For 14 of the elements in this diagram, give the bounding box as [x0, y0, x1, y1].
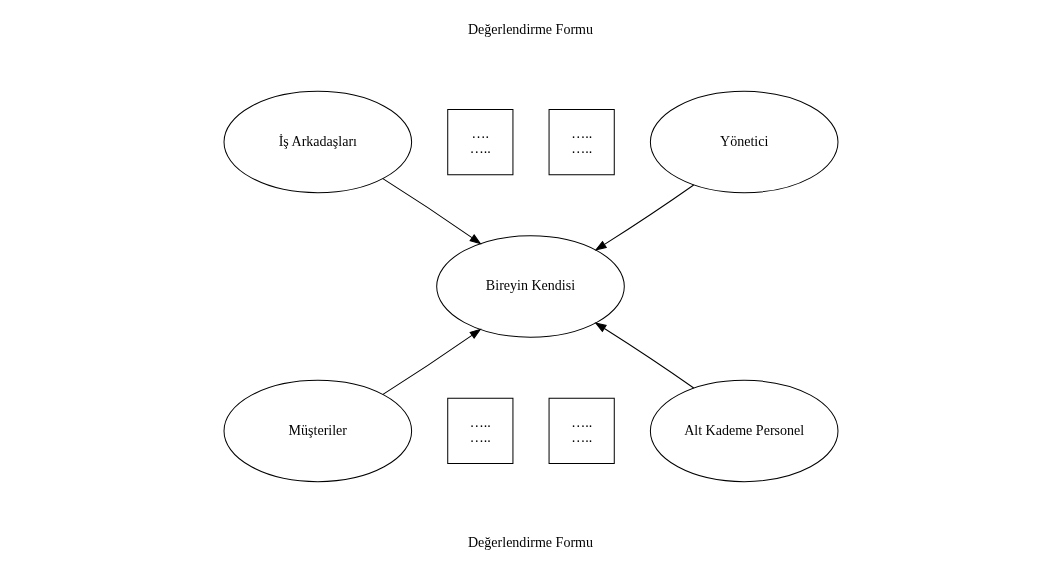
node-ellipse: İş Arkadaşları — [223, 90, 413, 194]
node-box: ….. ….. — [548, 397, 615, 465]
node-ellipse: Müşteriler — [223, 379, 413, 483]
arrow — [382, 329, 481, 395]
label: Değerlendirme Formu — [467, 533, 594, 550]
node-box: ….. ….. — [548, 108, 615, 176]
node-box: ….. ….. — [447, 397, 514, 465]
node-ellipse: Yönetici — [649, 90, 839, 194]
node-box: …. ….. — [447, 108, 514, 176]
label: Değerlendirme Formu — [467, 20, 594, 37]
arrow — [595, 184, 695, 251]
arrow — [595, 322, 695, 389]
node-ellipse: Alt Kademe Personel — [649, 379, 839, 483]
arrow — [382, 178, 481, 245]
